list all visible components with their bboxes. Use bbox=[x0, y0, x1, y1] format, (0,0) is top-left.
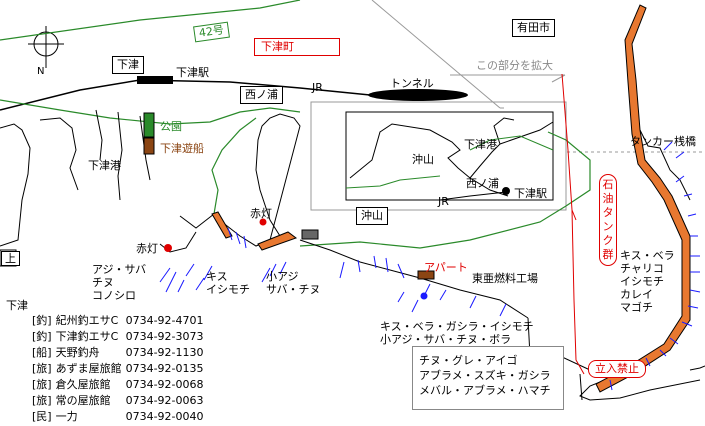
inset-jr-label: JR bbox=[438, 195, 449, 208]
jr-label: JR bbox=[312, 81, 323, 94]
city-label: 有田市 bbox=[512, 19, 555, 37]
lighthouse-icon bbox=[259, 218, 267, 226]
fish-item: メバル・アブラメ・ハマチ bbox=[419, 384, 551, 397]
station-name: 下津駅 bbox=[176, 66, 209, 79]
fish-item: マゴチ bbox=[620, 301, 653, 314]
tunnel-shape bbox=[368, 89, 468, 101]
tanker-pier-label: タンカー桟橋 bbox=[630, 135, 696, 148]
fish-item: アジ・サバ bbox=[92, 263, 147, 276]
oil-tank-label: 石油タンク群 bbox=[599, 174, 617, 266]
fish-item: チャリコ bbox=[620, 262, 664, 275]
town-boundary bbox=[561, 73, 585, 375]
grey-guide-lines bbox=[310, 0, 705, 211]
inset-oki-label: 沖山 bbox=[412, 153, 434, 166]
left-box: 上 bbox=[1, 251, 20, 266]
fish-item: キス・ベラ・ガシラ・イシモチ bbox=[380, 320, 534, 333]
fish-item: キス・ベラ bbox=[620, 249, 675, 262]
green-roads bbox=[0, 0, 591, 249]
fish-item: チヌ・グレ・アイゴ bbox=[419, 354, 518, 367]
tunnel-label: トンネル bbox=[390, 77, 434, 90]
fish-mid: 小アジ サバ・チヌ bbox=[266, 270, 321, 296]
fish-item: コノシロ bbox=[92, 289, 136, 302]
fish-kisu: キス イシモチ bbox=[206, 270, 250, 296]
inset-nishi-label: 西ノ浦 bbox=[466, 177, 499, 190]
left-below-label: 下津 bbox=[6, 299, 28, 312]
zoom-note: この部分を拡大 bbox=[476, 59, 553, 72]
fish-item: 小アジ bbox=[266, 270, 299, 283]
inset-map bbox=[345, 111, 554, 201]
fish-item: イシモチ bbox=[206, 283, 250, 296]
apart-label: アパート bbox=[424, 261, 468, 274]
fish-item: カレイ bbox=[620, 288, 653, 301]
fish-item: アブラメ・スズキ・ガシラ bbox=[419, 369, 551, 382]
station-area-box: 下津 bbox=[112, 56, 144, 74]
compass-icon bbox=[28, 26, 64, 68]
inset-port-label: 下津港 bbox=[464, 138, 497, 151]
factory-label: 東亜燃料工場 bbox=[472, 272, 538, 285]
boat-label: 下津遊船 bbox=[160, 142, 204, 155]
lighthouse-icon bbox=[164, 244, 172, 252]
lighthouse-left-label: 赤灯 bbox=[136, 242, 158, 255]
nishinoura-box: 西ノ浦 bbox=[240, 86, 283, 104]
fish-item: 小アジ・サバ・チヌ・ボラ bbox=[380, 333, 512, 346]
grey-block bbox=[301, 229, 319, 240]
fish-tank-side: キス・ベラ チャリコ イシモチ カレイ マゴチ bbox=[620, 249, 675, 314]
station-platform bbox=[137, 76, 173, 84]
apart-marker bbox=[417, 270, 435, 280]
park-label: 公園 bbox=[160, 120, 182, 133]
town-label: 下津町 bbox=[254, 38, 340, 56]
compass-north-label: N bbox=[37, 66, 45, 77]
fish-item: イシモチ bbox=[620, 275, 664, 288]
fish-left: アジ・サバ チヌ コノシロ bbox=[92, 263, 146, 302]
no-entry-label: 立入禁止 bbox=[588, 360, 646, 378]
inset-oki-box: 沖山 bbox=[356, 207, 388, 225]
fish-item: キス bbox=[206, 270, 228, 283]
lighthouse-mid-label: 赤灯 bbox=[250, 207, 272, 220]
fish-item: サバ・チヌ bbox=[266, 283, 321, 296]
coastline bbox=[0, 109, 705, 401]
bottom-fish-box: チヌ・グレ・アイゴ アブラメ・スズキ・ガシラ メバル・アブラメ・ハマチ bbox=[412, 346, 564, 410]
park-marker bbox=[143, 112, 155, 138]
fish-item: チヌ bbox=[92, 276, 114, 289]
port-label: 下津港 bbox=[88, 159, 121, 172]
orange-piers bbox=[211, 4, 691, 393]
boat-marker bbox=[143, 137, 155, 155]
fish-factory-below: キス・ベラ・ガシラ・イシモチ 小アジ・サバ・チヌ・ボラ bbox=[380, 320, 534, 346]
inset-station-dot bbox=[502, 187, 510, 195]
inset-station-label: 下津駅 bbox=[514, 187, 547, 200]
